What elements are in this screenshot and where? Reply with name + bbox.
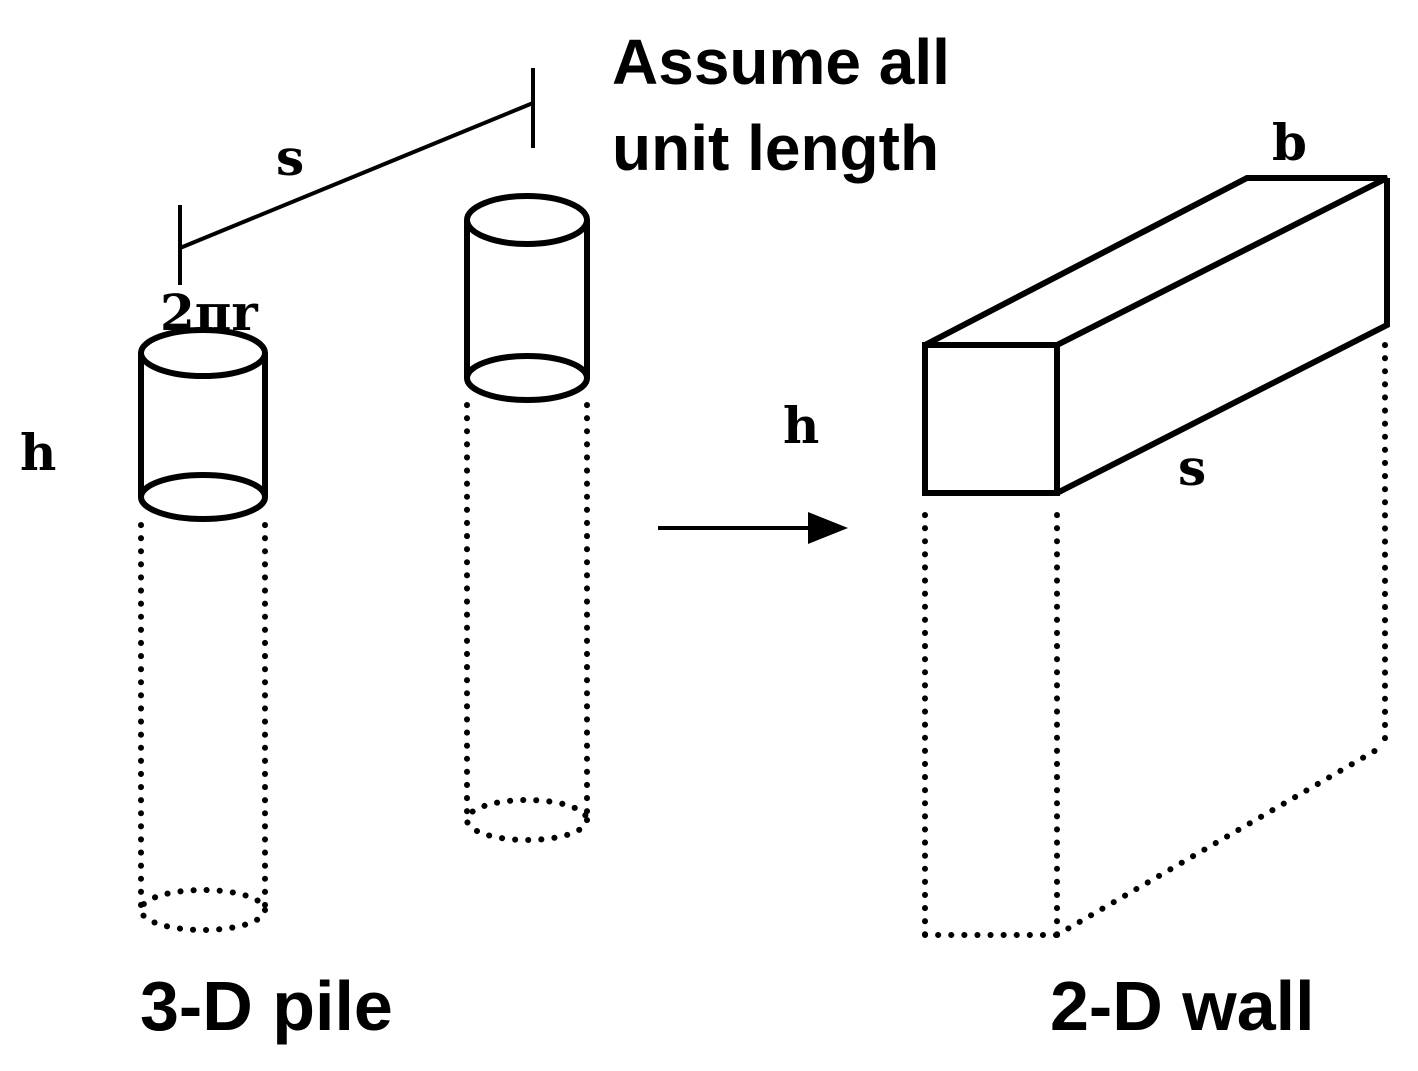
wall-embedded-bottom-side [1054,742,1388,938]
wall-side-face [1055,178,1390,496]
pile-right-bottom-ellipse [464,353,590,403]
pile-perimeter-label: 2πr [160,283,258,342]
spacing-line [179,101,534,250]
wall-height-label: h [783,396,819,455]
pile-spacing-label: s [276,128,304,187]
pile-caption: 3-D pile [140,967,393,1045]
wall-width-label: b [1272,113,1307,172]
pile-left-bottom-ellipse [138,472,268,522]
pile-right [464,193,590,843]
assumption-note-line1: Assume all [612,26,950,98]
wall-block [922,175,1390,938]
pile-left [138,327,268,933]
pile-height-label: h [20,423,56,482]
wall-front-face [922,342,1060,496]
wall-length-label: s [1178,438,1206,497]
wall-caption: 2-D wall [1050,967,1315,1045]
pile-right-embedded-base [464,797,590,843]
wall-top-face [923,175,1389,348]
pile-left-embedded-base [138,887,268,933]
pile-right-top-ellipse [464,193,590,247]
pile-spacing-dimension [178,68,535,285]
assumption-note-line2: unit length [612,112,939,184]
